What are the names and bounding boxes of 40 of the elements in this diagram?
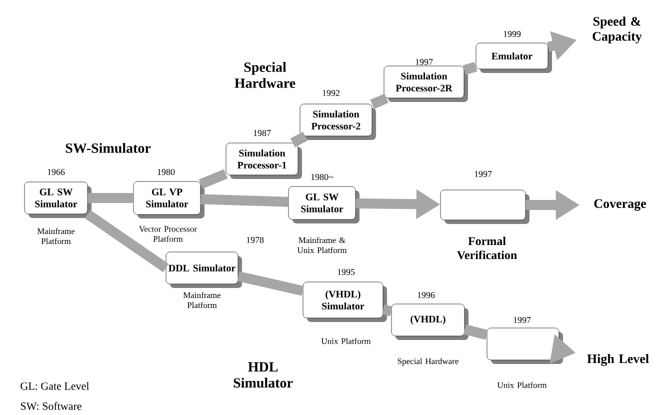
abbreviation-note: SW: Software xyxy=(20,402,82,410)
year-label: 1995 xyxy=(338,268,355,276)
process-box xyxy=(486,328,563,364)
process-box: Simulation Processor-2 xyxy=(300,104,376,140)
year-label: 1966 xyxy=(48,168,65,176)
year-label: 1980 xyxy=(158,168,175,176)
abbreviation-note: GL: Gate Level xyxy=(20,382,90,390)
goal-label: High Level xyxy=(587,354,649,366)
section-heading: SW-Simulator xyxy=(66,143,151,153)
process-box: (VHDL) xyxy=(391,304,468,340)
section-heading: Special Hardware xyxy=(234,62,296,88)
year-label: 1999 xyxy=(504,30,521,38)
goal-label: Speed & Capacity xyxy=(592,16,642,44)
year-label: 1992 xyxy=(322,90,340,96)
year-label: 1997 xyxy=(474,170,492,178)
platform-caption: Unix Platform xyxy=(497,382,547,388)
platform-caption: Special Hardware xyxy=(398,358,458,366)
year-label: 1987 xyxy=(254,130,271,136)
process-box: Simulation Processor-2R xyxy=(384,66,468,102)
year-label: 1978 xyxy=(246,236,264,244)
platform-caption: Vector Processor Platform xyxy=(139,226,197,242)
process-box: GL SW Simulator xyxy=(288,186,360,224)
year-label: 1997 xyxy=(514,316,531,324)
process-box: Emulator xyxy=(476,42,552,73)
process-box: GL VP Simulator xyxy=(133,181,204,218)
process-box: DDL Simulator xyxy=(166,252,242,288)
process-box: GL SW Simulator xyxy=(24,182,92,218)
platform-caption: Mainframe Platform xyxy=(183,292,221,308)
platform-caption: Mainframe & Unix Platform xyxy=(297,236,347,254)
section-heading: HDL Simulator xyxy=(234,362,293,388)
year-label: 1996 xyxy=(418,292,435,298)
year-label: 1980~ xyxy=(311,174,334,180)
platform-caption: Unix Platform xyxy=(321,338,371,344)
goal-label: Coverage xyxy=(594,199,646,211)
process-box xyxy=(440,190,530,224)
year-label: 1997 xyxy=(416,58,433,66)
platform-caption: Mainframe Platform xyxy=(37,228,75,244)
process-box: (VHDL) Simulator xyxy=(302,282,387,322)
section-heading: Formal Verification xyxy=(457,236,517,260)
process-box: Simulation Processor-1 xyxy=(226,142,302,179)
